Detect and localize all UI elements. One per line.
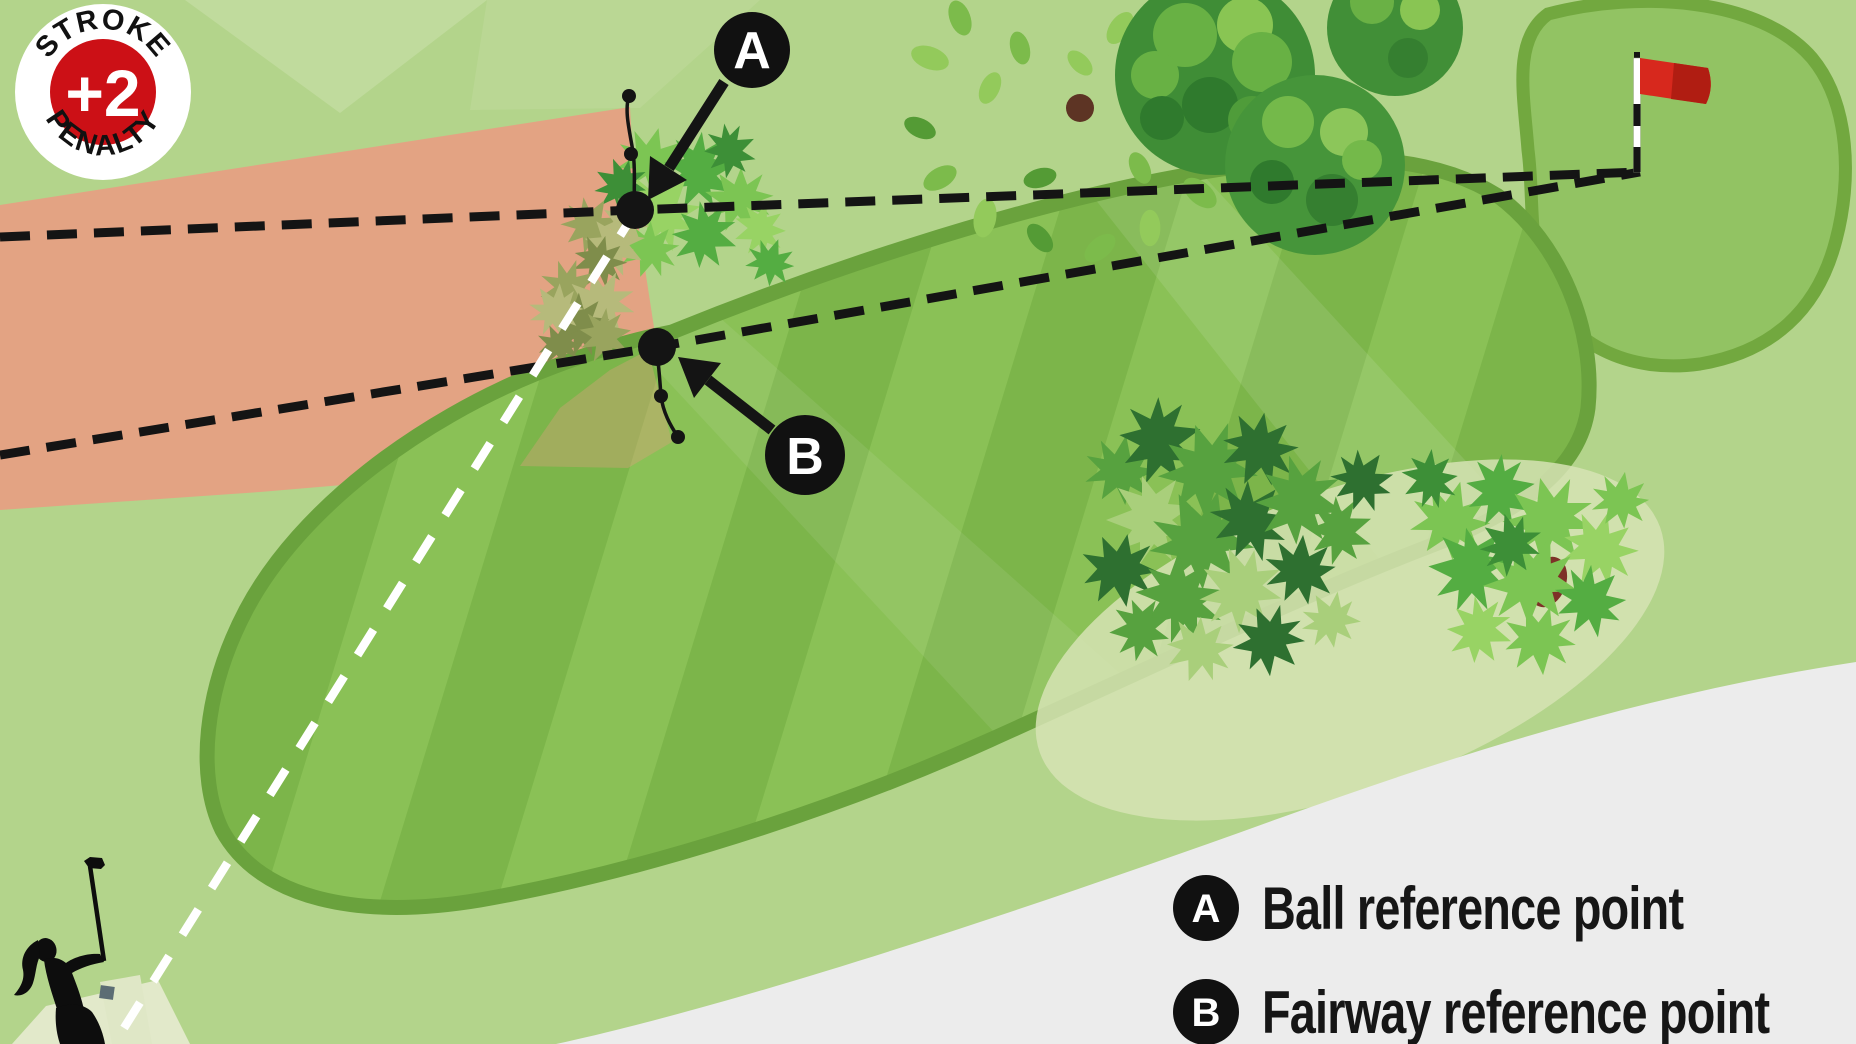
marker-a-letter: A [733,22,771,80]
legend-label-a: Ball reference point [1262,875,1684,942]
golfer-icon [14,857,115,1044]
flag-icon [1633,52,1711,173]
legend-item-b: B Fairway reference point [1173,979,1771,1044]
marker-b-letter: B [786,428,824,486]
legend-label-b: Fairway reference point [1262,979,1770,1044]
arrow-b [678,357,776,435]
tee-marker [99,985,115,1000]
legend: A Ball reference point B Fairway referen… [1173,875,1771,1044]
arrow-a [648,79,729,200]
putting-green [1516,0,1852,373]
marker-a-dot [616,191,654,229]
marker-a-label: A [714,12,790,88]
legend-marker-a: A [1192,887,1221,931]
legend-item-a: A Ball reference point [1173,875,1685,942]
light-mow-wedges [185,0,760,113]
legend-background [556,662,1856,1044]
bush-cluster-bottom-right [1076,388,1654,693]
penalty-area-overlap [520,350,672,468]
marker-b-dot [638,328,676,366]
penalty-badge: +2 STROKE PENALTY [15,3,191,180]
tree-branchy [900,0,1254,268]
badge-value: +2 [65,56,140,130]
marker-b-label: B [765,415,845,495]
legend-marker-b: B [1192,991,1221,1035]
